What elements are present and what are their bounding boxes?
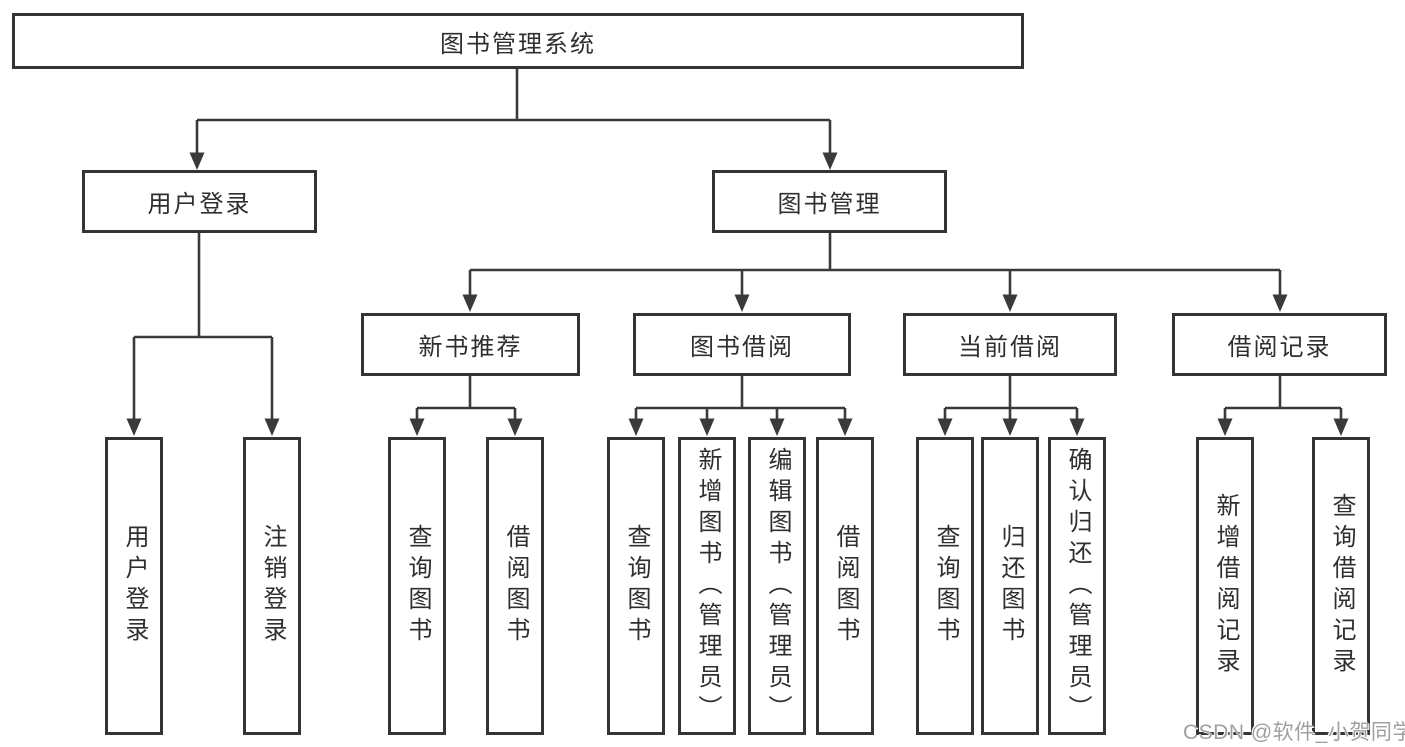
node-current-borrowing: 当前借阅: [903, 313, 1117, 376]
leaf-records-query-record: 查询借阅记录: [1312, 437, 1370, 735]
leaf-current-query-books: 查询图书: [916, 437, 974, 735]
leaf-newbook-query-books: 查询图书: [388, 437, 446, 735]
leaf-current-confirm-return-admin-label: 确认归还（管理员）: [1064, 446, 1091, 726]
leaf-borrowing-borrow-books-label: 借阅图书: [832, 524, 859, 648]
leaf-records-add-record: 新增借阅记录: [1196, 437, 1254, 735]
leaf-user-login: 用户登录: [105, 437, 163, 735]
leaf-current-return-books: 归还图书: [981, 437, 1039, 735]
leaf-borrowing-query-books: 查询图书: [607, 437, 665, 735]
leaf-borrowing-query-books-label: 查询图书: [623, 524, 650, 648]
node-root: 图书管理系统: [12, 13, 1024, 69]
leaf-borrowing-borrow-books: 借阅图书: [816, 437, 874, 735]
leaf-logout-label: 注销登录: [259, 524, 286, 648]
leaf-records-query-record-label: 查询借阅记录: [1328, 493, 1355, 679]
leaf-user-login-label: 用户登录: [121, 524, 148, 648]
node-book-borrowing: 图书借阅: [633, 313, 851, 376]
leaf-records-add-record-label: 新增借阅记录: [1212, 493, 1239, 679]
leaf-borrowing-edit-books-admin: 编辑图书（管理员）: [748, 437, 806, 735]
leaf-newbook-query-books-label: 查询图书: [404, 524, 431, 648]
leaf-current-query-books-label: 查询图书: [932, 524, 959, 648]
leaf-borrowing-add-books-admin-label: 新增图书（管理员）: [694, 446, 721, 726]
leaf-borrowing-edit-books-admin-label: 编辑图书（管理员）: [764, 446, 791, 726]
leaf-logout: 注销登录: [243, 437, 301, 735]
node-borrowing-records: 借阅记录: [1172, 313, 1387, 376]
leaf-newbook-borrow-books-label: 借阅图书: [502, 524, 529, 648]
watermark: CSDN @软件_小贺同学: [1183, 721, 1405, 744]
node-book-management: 图书管理: [712, 170, 947, 233]
leaf-borrowing-add-books-admin: 新增图书（管理员）: [678, 437, 736, 735]
leaf-current-confirm-return-admin: 确认归还（管理员）: [1048, 437, 1106, 735]
leaf-newbook-borrow-books: 借阅图书: [486, 437, 544, 735]
node-user-login: 用户登录: [82, 170, 317, 233]
node-new-book-recommend: 新书推荐: [361, 313, 580, 376]
leaf-current-return-books-label: 归还图书: [997, 524, 1024, 648]
